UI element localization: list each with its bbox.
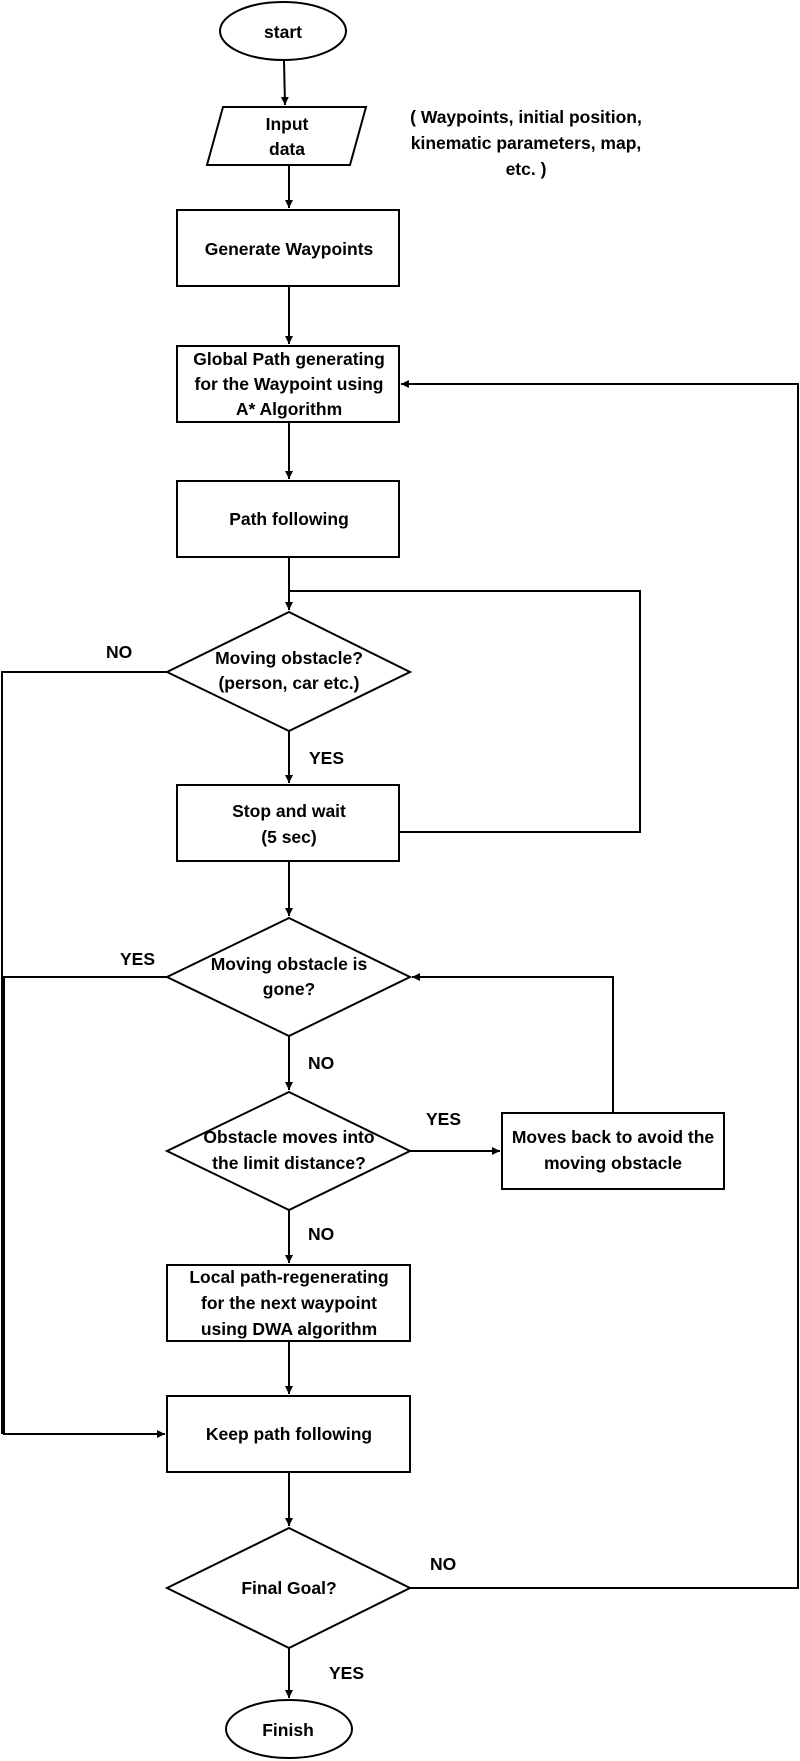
global-path-label-line1: Global Path generating (193, 349, 385, 369)
final-goal-yes-label: YES (329, 1663, 364, 1683)
limit-distance-label-line2: the limit distance? (212, 1153, 366, 1173)
moving-obstacle-yes-label: YES (309, 748, 344, 768)
edge-obstacle-gone-yes (3, 976, 167, 1438)
final-goal-no-label: NO (430, 1554, 456, 1574)
local-path-label-line3: using DWA algorithm (201, 1319, 377, 1339)
finish-terminal (225, 1699, 353, 1759)
obstacle-gone-decision (164, 916, 413, 1038)
limit-distance-no-label: NO (308, 1224, 334, 1244)
obstacle-gone-label-line2: gone? (263, 979, 316, 999)
global-path-label-line2: for the Waypoint using (195, 374, 384, 394)
local-path-label-line1: Local path-regenerating (189, 1267, 388, 1287)
input-note-line1: ( Waypoints, initial position, (410, 107, 642, 127)
moves-back-box (501, 1112, 725, 1190)
finish-label: Finish (262, 1720, 314, 1740)
obstacle-gone-label-line1: Moving obstacle is (211, 954, 368, 974)
moving-obstacle-label-line2: (person, car etc.) (218, 673, 359, 693)
moving-obstacle-label-line1: Moving obstacle? (215, 648, 363, 668)
local-path-label-line2: for the next waypoint (201, 1293, 377, 1313)
input-note-line3: etc. ) (506, 159, 547, 179)
stop-and-wait-box (176, 784, 400, 862)
moves-back-label-line1: Moves back to avoid the (512, 1127, 715, 1147)
edge-moving-obstacle-no (1, 671, 167, 1434)
limit-distance-label-line1: Obstacle moves into (203, 1127, 374, 1147)
global-path-label-line3: A* Algorithm (236, 399, 342, 419)
obstacle-gone-no-label: NO (308, 1053, 334, 1073)
generate-waypoints-label: Generate Waypoints (205, 239, 374, 259)
stop-wait-label-line2: (5 sec) (261, 827, 316, 847)
path-following-box (176, 480, 400, 558)
input-label-line2: data (269, 139, 305, 159)
moving-obstacle-no-label: NO (106, 642, 132, 662)
stop-wait-label-line1: Stop and wait (232, 801, 346, 821)
input-label-line1: Input (266, 114, 309, 134)
limit-distance-yes-label: YES (426, 1109, 461, 1129)
edge-movesback-to-obstacle-gone (412, 973, 614, 1113)
input-data-parallelogram (205, 106, 368, 166)
edge-final-goal-no (401, 380, 799, 1589)
path-following-label: Path following (229, 509, 349, 529)
final-goal-label: Final Goal? (241, 1578, 336, 1598)
generate-waypoints-box (176, 209, 400, 287)
limit-distance-decision (164, 1090, 413, 1212)
input-note-line2: kinematic parameters, map, (411, 133, 642, 153)
keep-path-following-box (166, 1395, 411, 1473)
keep-path-following-label: Keep path following (206, 1424, 372, 1444)
moving-obstacle-decision (164, 610, 413, 733)
edge-stopwait-loop-back (289, 590, 641, 833)
moves-back-label-line2: moving obstacle (544, 1153, 682, 1173)
edge-start-to-input (280, 60, 289, 106)
start-label: start (264, 22, 302, 42)
obstacle-gone-yes-label: YES (120, 949, 155, 969)
start-terminal (219, 1, 347, 61)
global-path-box (176, 345, 400, 423)
